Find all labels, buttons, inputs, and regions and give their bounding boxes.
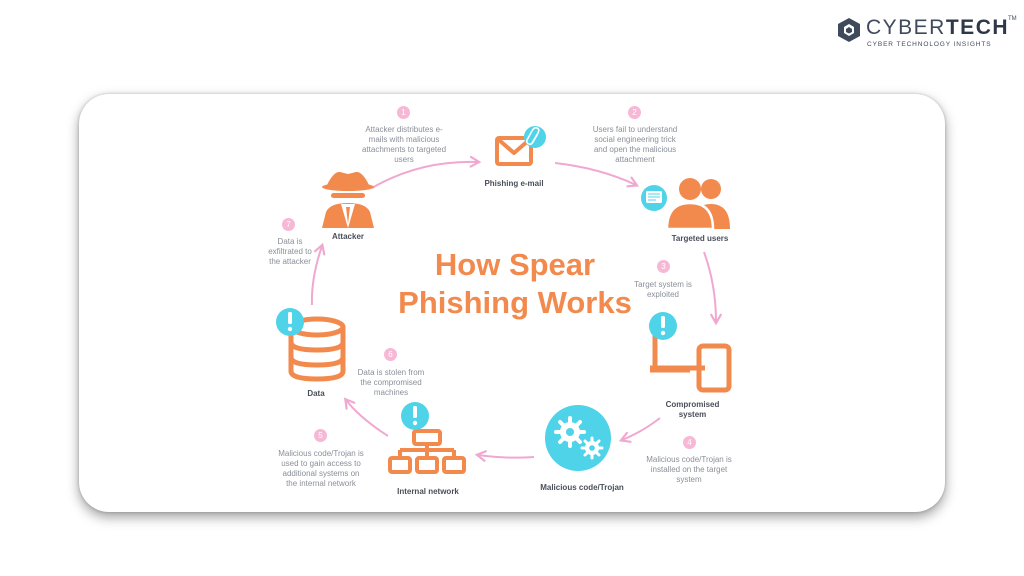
node-label-targeted-users: Targeted users <box>671 234 729 243</box>
arrow-users-to-compromised <box>703 251 722 326</box>
logo-trademark: TM <box>1008 16 1017 22</box>
step-number-7: 7 <box>282 218 295 231</box>
arrow-attacker-to-email <box>371 155 482 189</box>
step-text-4: Malicious code/Trojan is installed on th… <box>646 455 732 484</box>
node-label-data: Data <box>307 389 325 398</box>
users-icon <box>665 178 730 231</box>
step-number-4: 4 <box>683 436 696 449</box>
step-number-3: 3 <box>657 260 670 273</box>
logo-tagline: CYBER TECHNOLOGY INSIGHTS <box>867 41 992 48</box>
step-text-7: Data is exfiltrated to the attacker <box>268 237 312 266</box>
paperclip-badge-icon <box>524 126 546 148</box>
step-text-1: Attacker distributes e-mails with malici… <box>361 125 447 164</box>
node-label-attacker: Attacker <box>331 232 364 241</box>
gears-icon <box>545 405 611 471</box>
alert-badge-icon <box>276 308 304 336</box>
arrow-email-to-users <box>554 162 640 188</box>
node-label-phishing-email: Phishing e-mail <box>484 179 544 188</box>
step-number-2: 2 <box>628 106 641 119</box>
message-badge-icon <box>641 185 667 211</box>
diagram-title: How Spear Phishing Works <box>398 247 632 320</box>
step-text-6: Data is stolen from the compromised mach… <box>357 368 425 397</box>
logo-mark-icon <box>838 18 860 42</box>
envelope-icon <box>495 136 533 166</box>
alert-badge-icon <box>649 312 677 340</box>
logo-name: CYBERTECH <box>866 16 1010 39</box>
node-label-internal-network: Internal network <box>397 487 459 496</box>
step-text-5: Malicious code/Trojan is used to gain ac… <box>278 449 364 488</box>
devices-icon <box>650 330 732 393</box>
network-icon <box>388 429 466 474</box>
step-number-6: 6 <box>384 348 397 361</box>
node-label-compromised-system: Compromised system <box>665 400 720 419</box>
cybertech-logo[interactable]: CYBERTECH TM CYBER TECHNOLOGY INSIGHTS <box>836 16 1017 50</box>
arrow-compromised-to-malicious <box>618 417 661 443</box>
arrow-data-to-attacker <box>310 242 326 306</box>
alert-badge-icon <box>401 402 429 430</box>
step-number-1: 1 <box>397 106 410 119</box>
node-label-malicious-code: Malicious code/Trojan <box>540 483 624 492</box>
arrow-network-to-data <box>343 397 389 437</box>
spy-icon <box>322 171 374 228</box>
step-number-5: 5 <box>314 429 327 442</box>
step-text-2: Users fail to understand social engineer… <box>592 125 678 164</box>
arrow-malicious-to-network <box>474 450 535 462</box>
step-text-3: Target system is exploited <box>634 280 692 299</box>
